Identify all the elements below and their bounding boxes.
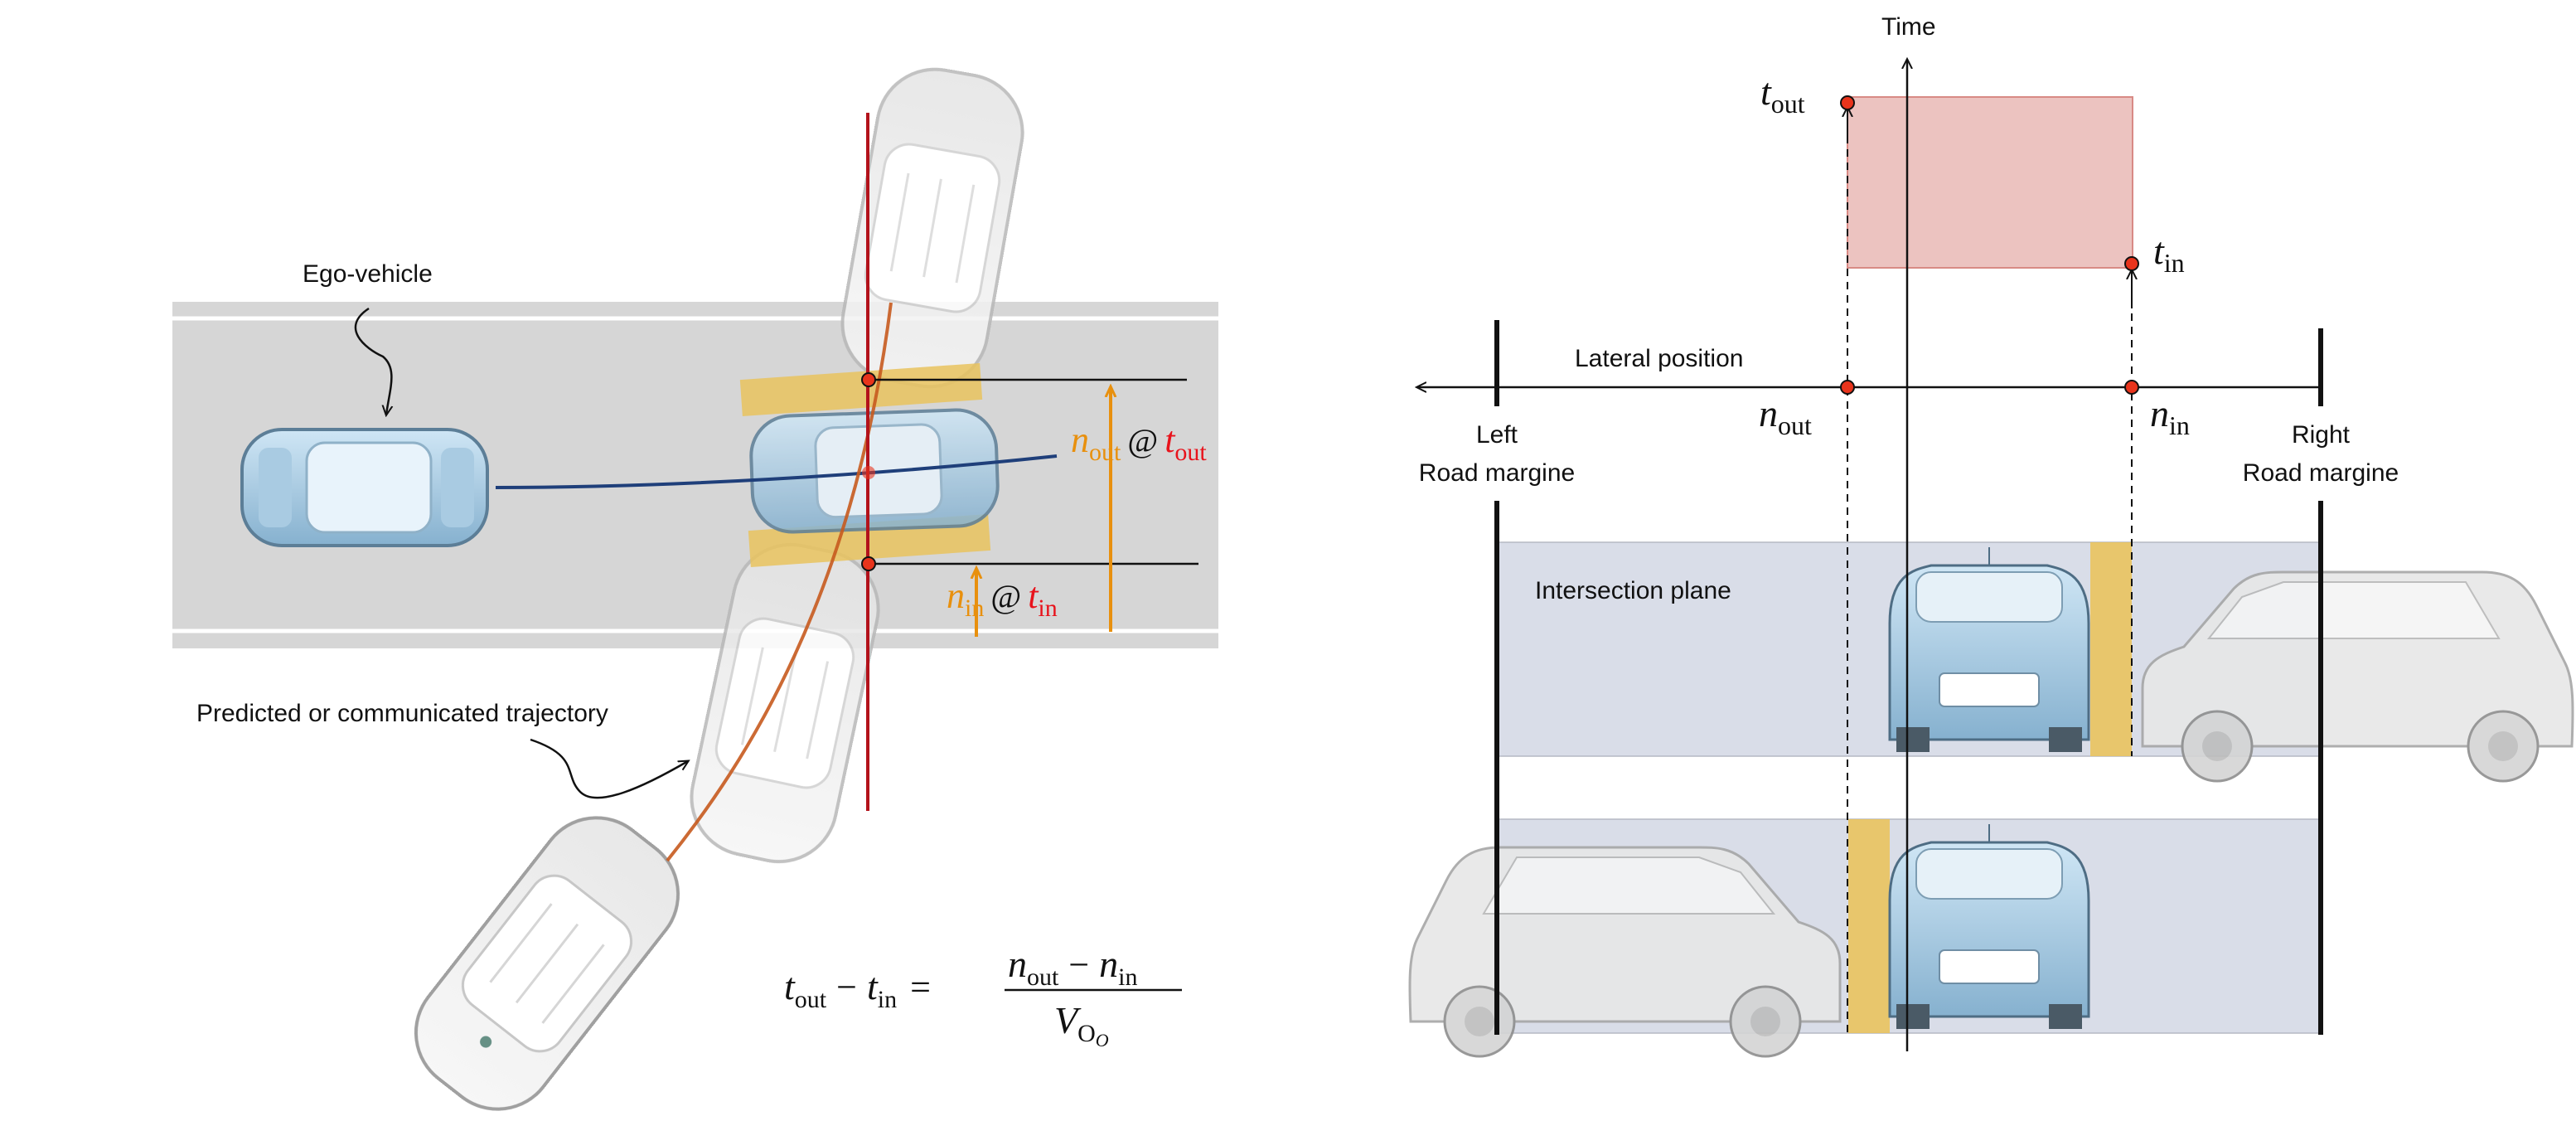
time-axis-label: Time [1881,13,1936,41]
n-out-label: nout [1759,392,1812,440]
crossing-point-center [862,466,875,479]
right-panel: Time Lateral position tout tin nout nin … [1410,13,2573,1056]
t-in-label: tin [2153,230,2185,278]
occupancy-region [1847,97,2133,268]
left-panel: nout@tout nin@tin Ego-vehicle Predicted … [172,61,1218,1121]
plane-strip-bottom [1848,819,1890,1033]
crossing-point-in [862,557,875,570]
ego-car-icon [242,429,487,546]
plane-strip-top [2090,542,2132,756]
svg-text:nout−nin: nout−nin [1008,943,1138,991]
trajectory-label-arrow [530,740,688,798]
right-margin-label-line1: Right [2292,421,2351,449]
intersection-plane-label: Intersection plane [1535,577,1731,604]
ego-vehicle-label: Ego-vehicle [303,260,433,288]
point-t-out [1841,96,1854,109]
t-out-label: tout [1760,70,1805,119]
left-margin-label-line2: Road margine [1419,459,1575,487]
trajectory-label: Predicted or communicated trajectory [196,700,608,727]
point-n-in [2125,381,2138,394]
right-margin-label-line2: Road margine [2243,459,2399,487]
n-in-label: nin [2150,392,2190,440]
point-n-out [1841,381,1854,394]
crossing-point-out [862,373,875,386]
left-margin-label-line1: Left [1476,421,1518,449]
car-rear-icon [1890,547,2089,1029]
svg-text:tout−tin=: tout−tin= [784,965,931,1013]
lateral-axis-label: Lateral position [1575,345,1743,372]
formula: tout−tin= nout−nin VOO [784,943,1182,1051]
point-t-in [2125,257,2138,270]
svg-text:VOO: VOO [1054,999,1109,1051]
